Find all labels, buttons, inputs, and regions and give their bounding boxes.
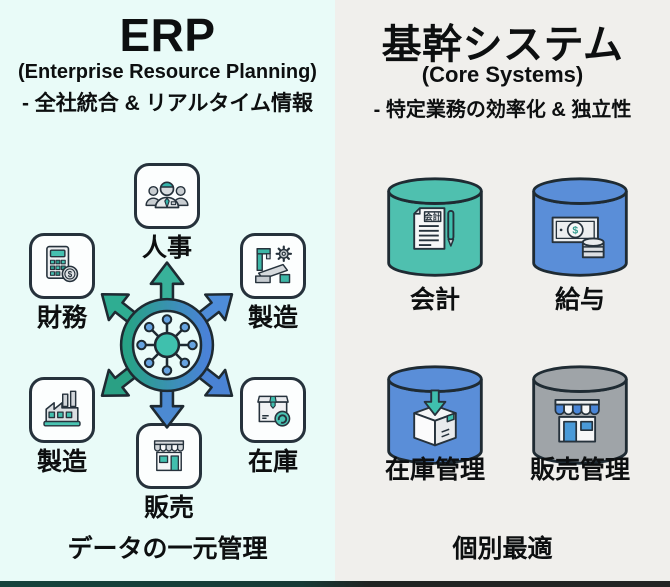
- dept-label-sales: 販売: [143, 494, 194, 522]
- dept-card-finance: $: [29, 233, 95, 299]
- box-icon: [257, 395, 291, 427]
- banknote-coins-icon: $: [551, 216, 605, 259]
- doc-label-text: 会計: [425, 211, 441, 221]
- system-label-accounting: 会計: [409, 286, 460, 314]
- box-arrow-icon: [413, 389, 457, 447]
- bottom-divider-bar: [0, 581, 670, 587]
- dept-card-hr: [134, 163, 200, 229]
- erp-footer: データの一元管理: [67, 535, 268, 563]
- system-label-sales-management: 販売管理: [529, 456, 630, 484]
- accounting-database-cylinder: 会計: [387, 177, 483, 277]
- system-label-payroll: 給与: [554, 286, 605, 314]
- dept-label-manufacturing-machine: 製造: [247, 304, 298, 332]
- dept-label-inventory: 在庫: [247, 448, 298, 476]
- sales-database-cylinder: [532, 365, 628, 465]
- erp-tagline: - 全社統合 & リアルタイム情報: [21, 92, 314, 115]
- inventory-database-cylinder: [387, 365, 483, 465]
- dept-label-hr: 人事: [141, 234, 192, 262]
- core-subtitle: (Core Systems): [421, 62, 584, 87]
- core-footer: 個別最適: [452, 535, 553, 563]
- people-icon: [145, 181, 189, 209]
- system-label-inventory-management: 在庫管理: [384, 456, 485, 484]
- core-tagline: - 特定業務の効率化 & 独立性: [373, 99, 632, 121]
- core-systems-panel: 基幹システム (Core Systems) - 特定業務の効率化 & 独立性: [335, 0, 670, 587]
- erp-subtitle: (Enterprise Resource Planning): [18, 61, 317, 83]
- calculator-icon: $: [46, 245, 79, 283]
- dollar-glyph: $: [68, 270, 73, 279]
- dollar-glyph: $: [572, 226, 578, 237]
- dept-label-finance: 財務: [36, 304, 87, 332]
- machine-icon: [255, 245, 293, 284]
- erp-panel: ERP (Enterprise Resource Planning) - 全社統…: [18, 9, 317, 563]
- dept-card-manufacturing-factory: [29, 377, 95, 443]
- dept-card-sales: [136, 423, 202, 489]
- erp-title: ERP: [119, 9, 216, 61]
- hub-spoke-icon: [136, 314, 198, 376]
- core-title: 基幹システム: [381, 23, 624, 67]
- dept-card-manufacturing-machine: [240, 233, 306, 299]
- payroll-database-cylinder: $: [532, 177, 628, 277]
- erp-hub-network-icon: [100, 261, 234, 429]
- factory-icon: [43, 390, 81, 427]
- storefront-icon: [153, 440, 185, 472]
- storefront-blue-icon: [554, 398, 600, 443]
- dept-label-manufacturing-factory: 製造: [36, 448, 87, 476]
- ledger-document-icon: 会計: [413, 207, 455, 250]
- dept-card-inventory: [240, 377, 306, 443]
